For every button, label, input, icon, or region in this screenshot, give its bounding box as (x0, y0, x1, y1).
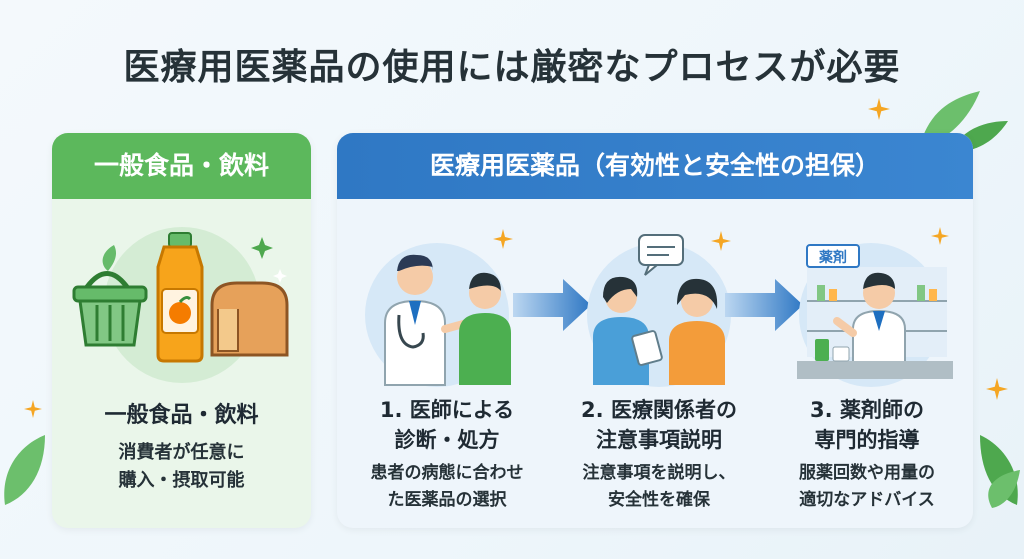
general-food-description: 消費者が任意に 購入・摂取可能 (52, 439, 311, 495)
sparkle-icon (493, 229, 513, 249)
step-staff-explanation: 2. 医療関係者の 注意事項説明 注意事項を説明し、 安全性を確保 (559, 205, 759, 510)
description-line: 消費者が任意に (118, 442, 245, 463)
nurse-consultation-icon (587, 234, 731, 387)
juice-bottle-icon (156, 232, 204, 363)
description-line: 購入・摂取可能 (118, 470, 245, 491)
sparkle-icon (986, 378, 1008, 400)
step-title-line: 診断・処方 (394, 428, 500, 452)
step-description-line: 注意事項を説明し、 (582, 463, 736, 483)
sparkle-icon (24, 400, 42, 418)
step-title: 2. 医療関係者の 注意事項説明 (559, 395, 759, 455)
sparkle-icon (711, 231, 731, 251)
sparkle-icon (868, 98, 890, 120)
basket-icon (72, 271, 148, 347)
step-doctor-diagnosis: 1. 医師による 診断・処方 患者の病態に合わせ た医薬品の選択 (347, 205, 547, 510)
arrow-right-icon (513, 279, 591, 331)
bread-icon (210, 281, 289, 357)
pharmacy-sign: 薬剤 (819, 249, 847, 266)
step-description-line: 服薬回数や用量の (799, 463, 935, 483)
step-title-line: 2. 医療関係者の (581, 398, 737, 422)
medical-drug-panel: 医療用医薬品（有効性と安全性の担保） 1. 医師による 診断・処方 患者の病態に… (337, 133, 973, 528)
step-description-line: 安全性を確保 (608, 490, 710, 510)
step-title-line: 1. 医師による (379, 398, 515, 422)
sparkle-icon (251, 237, 273, 259)
arrow-right-icon (725, 279, 803, 331)
general-food-subtitle: 一般食品・飲料 (104, 403, 259, 428)
leaf-icon (102, 245, 116, 271)
step-title-line: 注意事項説明 (596, 428, 722, 452)
step-description-line: た医薬品の選択 (387, 490, 507, 510)
leaf-decoration-icon (4, 435, 45, 505)
general-food-panel: 一般食品・飲料 一般食品・飲料 消費者が任意に 購 (52, 133, 311, 528)
step-title-line: 専門的指導 (814, 428, 920, 452)
step-pharmacist-guidance: 薬剤 3. 薬剤師の 専門的指導 服薬回数や用量の 適切なアドバイス (767, 205, 967, 510)
groceries-illustration-icon (72, 227, 289, 383)
page-title: 医療用医薬品の使用には厳密なプロセスが必要 (123, 47, 901, 88)
leaf-decoration-icon (980, 435, 1020, 508)
step-description: 注意事項を説明し、 安全性を確保 (549, 460, 769, 514)
sparkle-icon (931, 227, 949, 245)
step-description-line: 患者の病態に合わせ (370, 463, 524, 483)
sparkle-icon (273, 269, 287, 283)
general-food-header: 一般食品・飲料 (52, 133, 311, 199)
medical-drug-header: 医療用医薬品（有効性と安全性の担保） (337, 133, 973, 199)
step-title: 1. 医師による 診断・処方 (347, 395, 547, 455)
step-description: 患者の病態に合わせ た医薬品の選択 (337, 460, 557, 514)
step-title-line: 3. 薬剤師の (810, 398, 924, 422)
doctor-examination-icon (365, 243, 511, 387)
step-title: 3. 薬剤師の 専門的指導 (767, 395, 967, 455)
step-description: 服薬回数や用量の 適切なアドバイス (757, 460, 973, 514)
pharmacist-counter-icon: 薬剤 (797, 243, 953, 387)
step-description-line: 適切なアドバイス (799, 490, 935, 510)
